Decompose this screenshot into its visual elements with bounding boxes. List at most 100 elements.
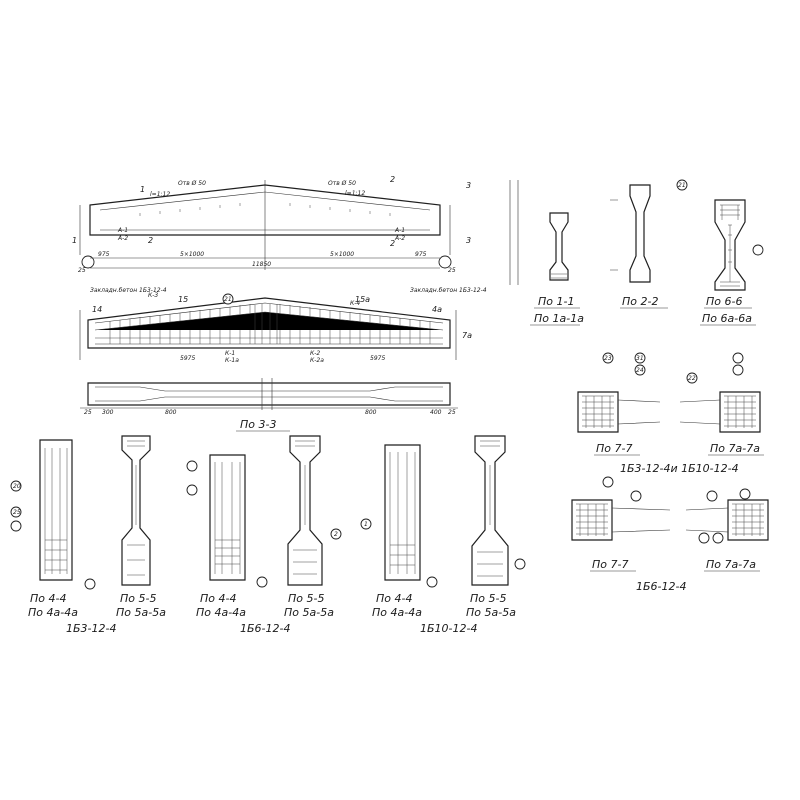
label-k1a: К-1а	[225, 357, 239, 364]
callout-3: 3	[466, 181, 471, 190]
bubble-22-a	[686, 372, 698, 384]
sections-right-top: По 1-1 По 1а-1а По 2-2 По 6-6 По 6а-6а	[509, 179, 764, 326]
label-k2a: К-2а	[310, 357, 324, 364]
dim-25-left: 25	[78, 267, 86, 274]
bubble-num-20: 20	[13, 483, 21, 490]
bubble-num-21: 21	[678, 182, 686, 189]
bubble-25-c	[186, 484, 198, 496]
bubble-24-b	[732, 364, 744, 376]
caption-b1-po-4-4: По 4-4	[30, 592, 66, 605]
caption-b2-po-5a-5a: По 5а-5а	[284, 606, 334, 619]
bubble-num-23: 23	[604, 355, 612, 362]
caption-po-7-7-low: По 7-7	[592, 558, 628, 571]
bubble-22-d	[426, 576, 438, 588]
mark-a1-left: А-1	[117, 227, 128, 234]
plan-view: 25 300 800 800 400 25 По 3-3	[80, 378, 458, 432]
callout-1: 1	[140, 185, 145, 194]
dim-total: 11850	[252, 261, 271, 268]
caption-po-7a-7a-low: По 7а-7а	[706, 558, 756, 571]
label-7a: 7а	[462, 331, 472, 340]
bubble-23-f	[10, 520, 22, 532]
caption-po-6a-6a: По 6а-6а	[702, 312, 752, 325]
bubble-22-c	[256, 576, 268, 588]
slope-label-left: l=1:12	[150, 191, 170, 198]
caption-po-7-7-mid: По 7-7	[596, 442, 632, 455]
caption-po-1a-1a: По 1а-1а	[534, 312, 584, 325]
caption-b2-po-4-4: По 4-4	[200, 592, 236, 605]
callout-2c: 2	[390, 239, 395, 248]
caption-b3-po-4a-4a: По 4а-4а	[372, 606, 422, 619]
support-circle-left	[81, 255, 95, 269]
caption-b2-po-5-5: По 5-5	[288, 592, 324, 605]
bubble-23-d	[630, 490, 642, 502]
hole-label-left: Отв Ø 50	[178, 180, 206, 187]
label-4a: 4а	[432, 305, 442, 314]
caption-b3-po-5-5: По 5-5	[470, 592, 506, 605]
sections-right-low: По 7-7 По 7а-7а 1Б6-12-4	[571, 476, 769, 593]
callout-2b: 2	[390, 175, 395, 184]
group-mid: 1Б3-12-4и 1Б10-12-4	[620, 462, 739, 475]
bubble-21	[222, 293, 234, 305]
plan-dim-800-right: 800	[365, 409, 377, 416]
bubble-20-a	[739, 488, 751, 500]
plan-dim-25-left: 25	[84, 409, 92, 416]
bottom-sections: По 4-4 По 4а-4а По 5-5 По 5а-5а 1Б3-12-4…	[10, 435, 526, 635]
group-b1: 1Б3-12-4	[66, 622, 116, 635]
slope-label-right: l=1:12	[345, 190, 365, 197]
label-k1: К-1	[225, 350, 235, 357]
plan-dim-400: 400	[430, 409, 442, 416]
label-14: 14	[92, 305, 102, 314]
dim-975-right: 975	[415, 251, 427, 258]
plan-dim-300: 300	[102, 409, 114, 416]
bubble-num-25: 25	[13, 509, 21, 516]
bubble-31-b	[514, 558, 526, 570]
group-b2: 1Б6-12-4	[240, 622, 290, 635]
label-k4: К-4	[350, 300, 360, 307]
bubble-21-right	[752, 244, 764, 256]
mark-a1-right: А-1	[394, 227, 405, 234]
callout-2: 2	[148, 236, 153, 245]
dim-5x1000-right: 5×1000	[330, 251, 354, 258]
caption-b1-po-5-5: По 5-5	[120, 592, 156, 605]
bubble-2-a	[330, 528, 342, 540]
beam-elevation: 1 2 3 1 2 2 3 Отв Ø 50 Отв Ø 50 l=1:12 l…	[72, 175, 471, 274]
bubble-25-b	[10, 506, 22, 518]
note-right: Закладн.бетон 1Б3-12-4	[410, 287, 487, 294]
hole-label-right: Отв Ø 50	[328, 180, 356, 187]
bubble-num-1: 1	[364, 521, 368, 528]
callout-1b: 1	[72, 236, 77, 245]
note-left: Закладн.бетон 1Б3-12-4	[90, 287, 167, 294]
support-circle-right	[438, 255, 452, 269]
bubble-22-b	[84, 578, 96, 590]
caption-b3-po-4-4: По 4-4	[376, 592, 412, 605]
bubble-23-a	[602, 352, 614, 364]
bubble-24-a	[634, 364, 646, 376]
label-15a: 15а	[355, 295, 370, 304]
dim-25-right: 25	[448, 267, 456, 274]
bubble-20-b	[698, 532, 710, 544]
callout-3b: 3	[466, 236, 471, 245]
caption-b1-po-4a-4a: По 4а-4а	[28, 606, 78, 619]
sections-right-mid: По 7-7 По 7а-7а 1Б3-12-4и 1Б10-12-4	[577, 352, 764, 475]
mark-a2-left: А-2	[117, 235, 128, 242]
dim-5975-right: 5975	[370, 355, 385, 362]
bubble-20-d	[186, 460, 198, 472]
bubble-num-2: 2	[334, 531, 338, 538]
reinforcement-view: К-3 К-1 К-1а К-2 К-2а К-4 14 15 15а 4а 7…	[79, 287, 487, 364]
label-15: 15	[178, 295, 188, 304]
bubble-21-top	[676, 179, 688, 191]
plan-dim-800-left: 800	[165, 409, 177, 416]
bubble-20-c	[10, 480, 22, 492]
bubble-23-b	[732, 352, 744, 364]
bubble-numbers: 20 21 22 23 24 25 31 1 2	[13, 182, 696, 538]
bubble-25-a	[706, 490, 718, 502]
dim-5x1000-left: 5×1000	[180, 251, 204, 258]
bubble-1-a	[360, 518, 372, 530]
bubble-23-e	[712, 532, 724, 544]
caption-po-2-2: По 2-2	[622, 295, 658, 308]
label-k2: К-2	[310, 350, 320, 357]
dim-5975-left: 5975	[180, 355, 195, 362]
bubble-31-a	[634, 352, 646, 364]
caption-b1-po-5a-5a: По 5а-5а	[116, 606, 166, 619]
